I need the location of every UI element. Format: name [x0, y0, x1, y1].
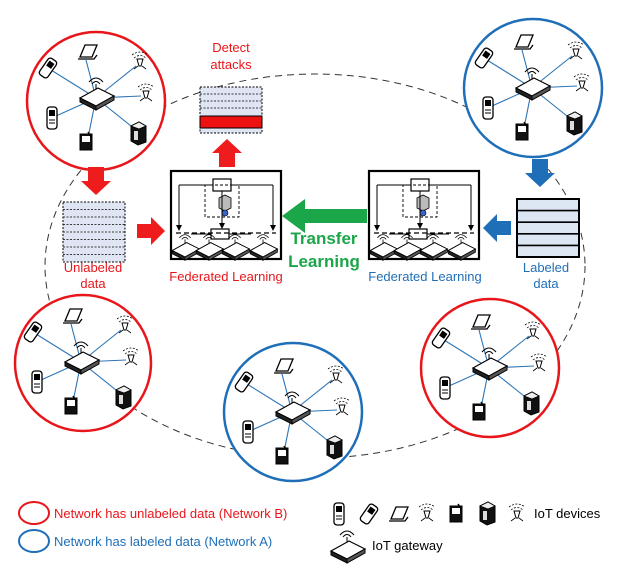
- network-b-bottom-left: [13, 293, 153, 433]
- arrow-fl-to-detect: [212, 139, 242, 167]
- arrow-unlabeled-to-fl: [137, 217, 165, 245]
- legend-iot-device-icons: [333, 501, 526, 526]
- labeled-data-label-2: data: [533, 276, 559, 291]
- detect-attacks-table: [199, 86, 263, 134]
- legend-network-b: Network has unlabeled data (Network B): [54, 506, 287, 521]
- legend-iot-devices: IoT devices: [534, 506, 601, 521]
- legend-gateway-icon: [330, 530, 366, 564]
- legend-network-a: Network has labeled data (Network A): [54, 534, 272, 549]
- unlabeled-data-table: [62, 201, 126, 263]
- network-b-top-left: [25, 30, 167, 172]
- legend-iot-gateway: IoT gateway: [372, 538, 443, 553]
- federated-learning-label-left: Federated Learning: [169, 269, 282, 284]
- network-a-top-right: [462, 17, 604, 159]
- unlabeled-data-label-1: Unlabeled: [64, 260, 123, 275]
- legend-blue-circle: [18, 529, 50, 553]
- network-a-bottom-center: [222, 341, 364, 483]
- federated-learning-label-right: Federated Learning: [368, 269, 481, 284]
- legend-red-circle: [18, 501, 50, 525]
- detect-attacks-label-2: attacks: [210, 57, 252, 72]
- arrow-network-to-labeled: [525, 159, 555, 187]
- transfer-learning-label-2: Learning: [288, 252, 360, 271]
- labeled-data-label-1: Labeled: [523, 260, 569, 275]
- labeled-data-table: [516, 198, 580, 258]
- arrow-network-to-unlabeled: [81, 167, 111, 195]
- network-b-bottom-right: [419, 297, 561, 439]
- arrow-labeled-to-fl: [483, 214, 511, 242]
- legend: Network has unlabeled data (Network B) N…: [18, 501, 601, 564]
- federated-learning-box-right: [369, 171, 479, 260]
- arrow-transfer-learning: [282, 199, 367, 233]
- federated-learning-box-left: [171, 171, 281, 260]
- unlabeled-data-label-2: data: [80, 276, 106, 291]
- detect-attacks-label-1: Detect: [212, 40, 250, 55]
- transfer-learning-label-1: Transfer: [290, 229, 357, 248]
